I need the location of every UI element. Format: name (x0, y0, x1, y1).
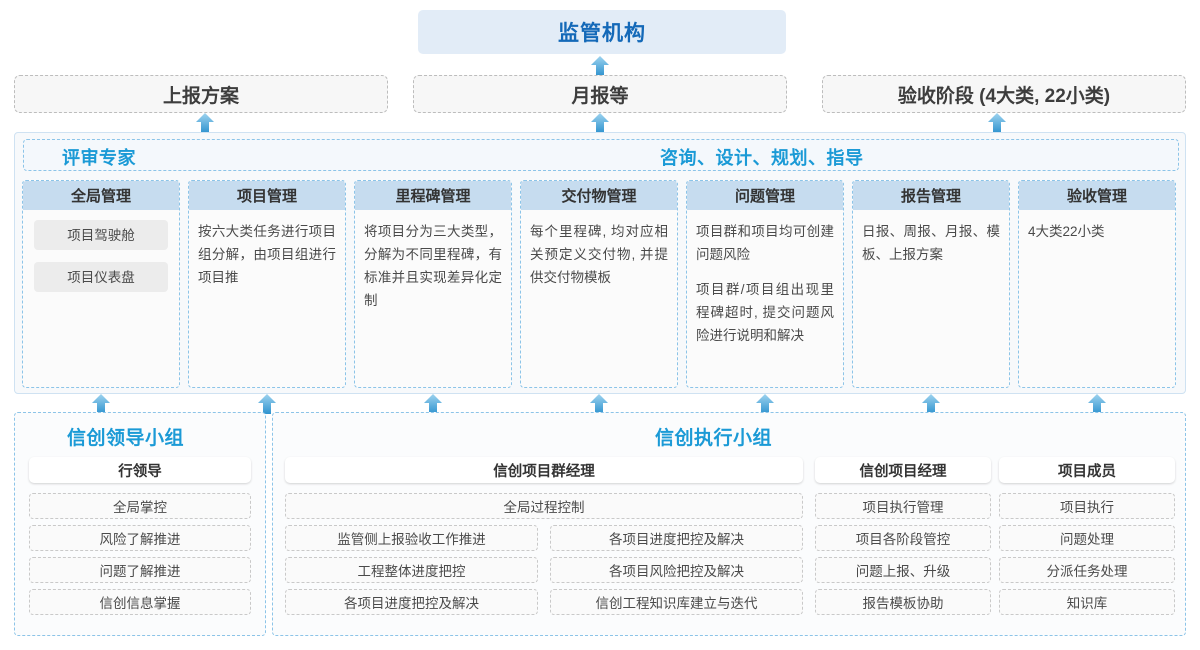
group-title: 信创执行小组 (655, 428, 773, 449)
role-header: 信创项目经理 (815, 457, 991, 483)
role-item[interactable]: 各项目风险把控及解决 (550, 557, 803, 583)
regulator-box: 监管机构 (418, 10, 786, 54)
arrow-up-icon (424, 394, 442, 414)
banner-label-right: 咨询、设计、规划、指导 (660, 148, 864, 168)
role-item[interactable]: 项目各阶段管控 (815, 525, 991, 551)
role-item[interactable]: 项目执行 (999, 493, 1175, 519)
expert-banner: 评审专家 咨询、设计、规划、指导 (23, 139, 1179, 171)
role-item[interactable]: 工程整体进度把控 (285, 557, 538, 583)
role-item[interactable]: 信创信息掌握 (29, 589, 251, 615)
mgmt-column-body: 按六大类任务进行项目组分解，由项目组进行项目推 (189, 210, 345, 289)
mgmt-column-title: 问题管理 (687, 181, 843, 210)
leadership-group-panel: 信创领导小组 行领导 全局掌控 风险了解推进 问题了解推进 信创信息掌握 (14, 412, 266, 636)
mgmt-column-body: 将项目分为三大类型，分解为不同里程碑，有标准并且实现差异化定制 (355, 210, 511, 312)
role-item[interactable]: 报告模板协助 (815, 589, 991, 615)
mgmt-paragraph: 4大类22小类 (1028, 224, 1105, 239)
arrow-up-icon (258, 394, 276, 414)
arrow-up-icon (591, 56, 609, 76)
arrow-up-icon (196, 113, 214, 133)
role-header: 信创项目群经理 (285, 457, 803, 483)
role-item[interactable]: 分派任务处理 (999, 557, 1175, 583)
mgmt-column-body: 项目群和项目均可创建问题风险 项目群/项目组出现里程碑超时, 提交问题风险进行说… (687, 210, 843, 347)
role-item[interactable]: 问题处理 (999, 525, 1175, 551)
mgmt-chip[interactable]: 项目驾驶舱 (34, 220, 168, 250)
mgmt-column-deliverable[interactable]: 交付物管理 每个里程碑, 均对应相关预定义交付物, 并提供交付物模板 (520, 180, 678, 388)
role-item[interactable]: 问题上报、升级 (815, 557, 991, 583)
mgmt-column-body: 每个里程碑, 均对应相关预定义交付物, 并提供交付物模板 (521, 210, 677, 289)
role-item[interactable]: 各项目进度把控及解决 (285, 589, 538, 615)
role-header: 项目成员 (999, 457, 1175, 483)
mgmt-column-title: 全局管理 (23, 181, 179, 210)
mgmt-column-issue[interactable]: 问题管理 项目群和项目均可创建问题风险 项目群/项目组出现里程碑超时, 提交问题… (686, 180, 844, 388)
arrow-up-icon (756, 394, 774, 414)
mgmt-column-report[interactable]: 报告管理 日报、周报、月报、模板、上报方案 (852, 180, 1010, 388)
mgmt-paragraph: 每个里程碑, 均对应相关预定义交付物, 并提供交付物模板 (530, 224, 668, 285)
arrow-up-icon (591, 113, 609, 133)
mgmt-column-project[interactable]: 项目管理 按六大类任务进行项目组分解，由项目组进行项目推 (188, 180, 346, 388)
role-item[interactable]: 监管侧上报验收工作推进 (285, 525, 538, 551)
mgmt-column-title: 验收管理 (1019, 181, 1175, 210)
arrow-up-icon (590, 394, 608, 414)
mgmt-column-body: 日报、周报、月报、模板、上报方案 (853, 210, 1009, 266)
report-box-plan: 上报方案 (14, 75, 388, 113)
mgmt-column-global[interactable]: 全局管理 项目驾驶舱 项目仪表盘 (22, 180, 180, 388)
mgmt-column-body: 项目驾驶舱 项目仪表盘 (23, 210, 179, 292)
mgmt-column-title: 交付物管理 (521, 181, 677, 210)
report-box-monthly: 月报等 (413, 75, 787, 113)
role-item[interactable]: 知识库 (999, 589, 1175, 615)
execution-group-panel: 信创执行小组 信创项目群经理 全局过程控制 监管侧上报验收工作推进 工程整体进度… (272, 412, 1186, 636)
mgmt-paragraph: 按六大类任务进行项目组分解，由项目组进行项目推 (198, 224, 336, 285)
mgmt-column-milestone[interactable]: 里程碑管理 将项目分为三大类型，分解为不同里程碑，有标准并且实现差异化定制 (354, 180, 512, 388)
mgmt-column-body: 4大类22小类 (1019, 210, 1175, 243)
role-item[interactable]: 全局过程控制 (285, 493, 803, 519)
role-item[interactable]: 全局掌控 (29, 493, 251, 519)
arrow-up-icon (988, 113, 1006, 133)
role-item[interactable]: 信创工程知识库建立与迭代 (550, 589, 803, 615)
mgmt-paragraph: 项目群和项目均可创建问题风险 (696, 224, 834, 262)
mgmt-chip[interactable]: 项目仪表盘 (34, 262, 168, 292)
arrow-up-icon (922, 394, 940, 414)
role-item[interactable]: 问题了解推进 (29, 557, 251, 583)
banner-label-left: 评审专家 (62, 148, 136, 168)
mgmt-column-title: 报告管理 (853, 181, 1009, 210)
mgmt-paragraph: 项目群/项目组出现里程碑超时, 提交问题风险进行说明和解决 (696, 282, 834, 343)
role-item[interactable]: 项目执行管理 (815, 493, 991, 519)
arrow-up-icon (1088, 394, 1106, 414)
mgmt-column-title: 项目管理 (189, 181, 345, 210)
mgmt-column-title: 里程碑管理 (355, 181, 511, 210)
report-box-acceptance: 验收阶段 (4大类, 22小类) (822, 75, 1186, 113)
mgmt-column-acceptance[interactable]: 验收管理 4大类22小类 (1018, 180, 1176, 388)
mgmt-paragraph: 日报、周报、月报、模板、上报方案 (862, 224, 1000, 262)
role-header: 行领导 (29, 457, 251, 483)
role-item[interactable]: 风险了解推进 (29, 525, 251, 551)
arrow-up-icon (92, 394, 110, 414)
role-item[interactable]: 各项目进度把控及解决 (550, 525, 803, 551)
mgmt-paragraph: 将项目分为三大类型，分解为不同里程碑，有标准并且实现差异化定制 (364, 224, 502, 308)
group-title: 信创领导小组 (67, 428, 185, 449)
